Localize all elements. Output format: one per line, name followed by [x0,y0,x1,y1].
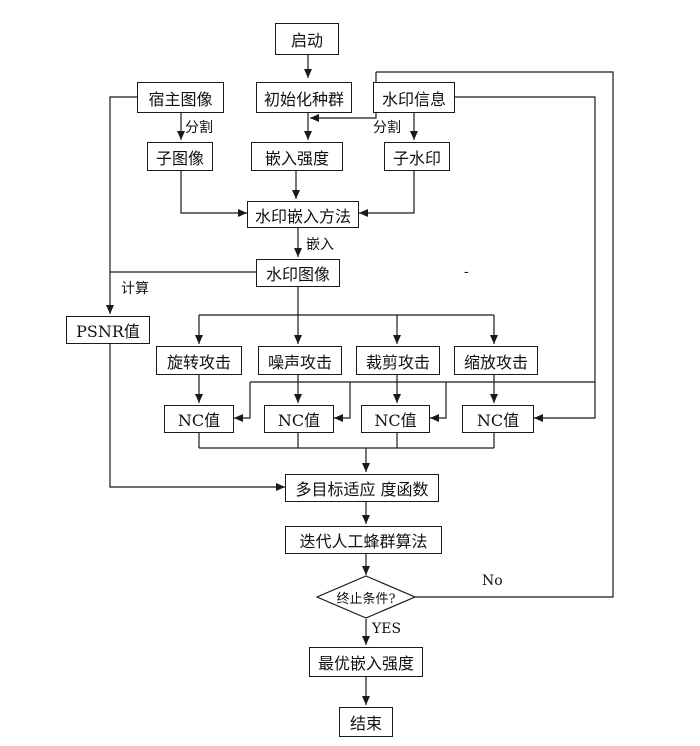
abc-algorithm-node: 迭代人工蜂群算法 [285,526,442,554]
sub-image-node: 子图像 [147,142,213,171]
crop-attack-node: 裁剪攻击 [356,346,440,375]
sub-watermark-node: 子水印 [384,142,450,171]
compute-label: 计算 [121,281,149,297]
psnr-node: PSNR值 [66,316,150,344]
noise-attack-node: 噪声攻击 [258,346,342,375]
watermarked-image-node: 水印图像 [256,259,340,287]
edge-bus-to-nc-rotation [234,382,251,422]
host-image-node: 宿主图像 [137,82,224,113]
start-node: 启动 [275,23,339,55]
edge-subwatermark-to-method [359,171,415,217]
edge-watermark-trunk [455,96,596,422]
nc-rotation-node: NC值 [164,405,234,433]
fitness-function-node: 多目标适应 度函数 [285,474,439,502]
embed-label: 嵌入 [306,237,334,253]
edge-termination-no [376,71,614,598]
edge-psnr-to-fitness [109,344,285,491]
init-population-node: 初始化种群 [256,82,352,113]
stray-mark: - [464,264,469,280]
edge-bus-to-nc-crop [430,382,447,422]
watermark-info-node: 水印信息 [373,82,455,113]
embed-method-node: 水印嵌入方法 [247,201,359,228]
split-host-label: 分割 [185,120,213,136]
termination-label: 终止条件? [336,591,396,607]
edge-host-to-psnr [106,96,137,314]
yes-label: YES [372,621,402,637]
rotation-attack-node: 旋转攻击 [156,346,242,375]
nc-crop-node: NC值 [361,405,430,433]
no-label: No [482,573,503,589]
nc-scale-node: NC值 [462,405,534,433]
split-watermark-label: 分割 [373,120,401,136]
termination-diamond [315,575,417,619]
optimal-strength-node: 最优嵌入强度 [309,647,423,677]
scale-attack-node: 缩放攻击 [454,346,538,375]
end-node: 结束 [339,707,393,737]
edge-subimage-to-method [180,171,247,217]
edge-bus-to-nc-noise [334,382,351,422]
embed-strength-node: 嵌入强度 [251,142,343,171]
nc-noise-node: NC值 [264,405,334,433]
